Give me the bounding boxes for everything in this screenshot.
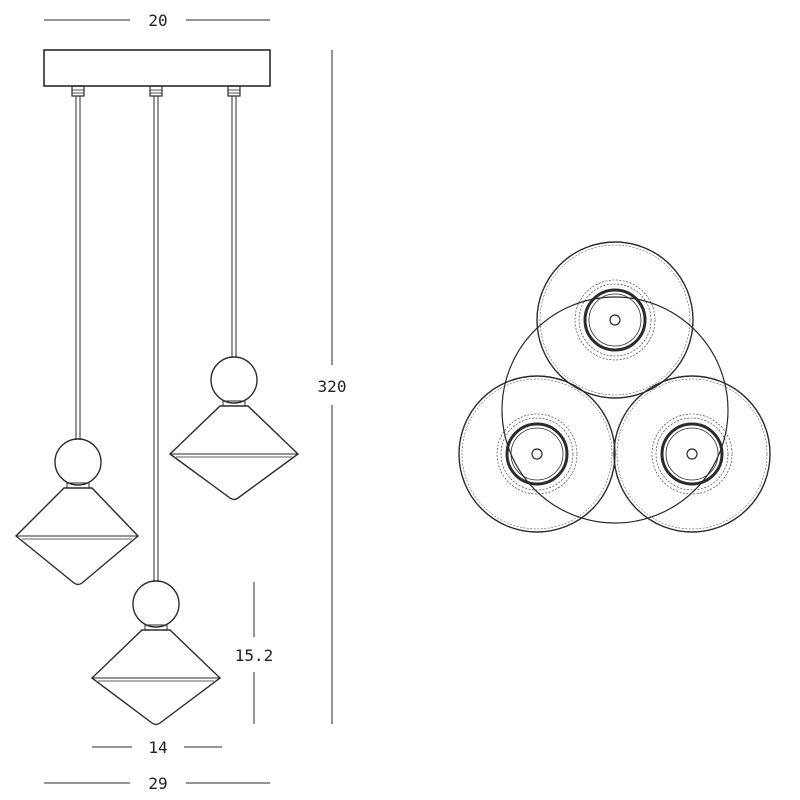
glass-sphere: [54, 438, 102, 486]
dimension-shade-height: 15.2: [235, 582, 274, 724]
dimension-shade-width: 14: [92, 738, 222, 757]
cable-right: [231, 96, 237, 358]
glass-sphere: [210, 356, 258, 404]
glass-sphere: [132, 580, 180, 628]
diamond-shade: [168, 405, 300, 501]
cable-center: [153, 96, 159, 582]
canopy-outline: [501, 296, 729, 524]
cable-grip-left: [71, 85, 85, 97]
cable-left: [75, 96, 81, 440]
pendant-right: [168, 356, 300, 501]
cable-grip-right: [227, 85, 241, 97]
shade-plan-right: [613, 375, 771, 533]
dimension-label-height: 320: [318, 377, 347, 396]
diamond-shade: [14, 487, 140, 586]
dimension-label-overall-width: 29: [148, 774, 167, 793]
plan-view: [458, 241, 771, 533]
shade-plan-top: [536, 241, 694, 399]
dimension-overall-width: 29: [44, 774, 270, 793]
shade-plan-left: [458, 375, 616, 533]
dimension-label-shade-height: 15.2: [235, 646, 274, 665]
pendant-center: [90, 580, 222, 726]
dimension-label-canopy: 20: [148, 11, 167, 30]
cable-grip-center: [149, 85, 163, 97]
diamond-shade: [90, 629, 222, 726]
side-elevation: 20: [14, 11, 347, 793]
dimension-total-height: 320: [318, 50, 347, 724]
dimension-label-shade-width: 14: [148, 738, 167, 757]
dimension-canopy-width: 20: [44, 11, 270, 30]
pendant-left: [14, 438, 140, 586]
ceiling-canopy: [43, 49, 271, 87]
